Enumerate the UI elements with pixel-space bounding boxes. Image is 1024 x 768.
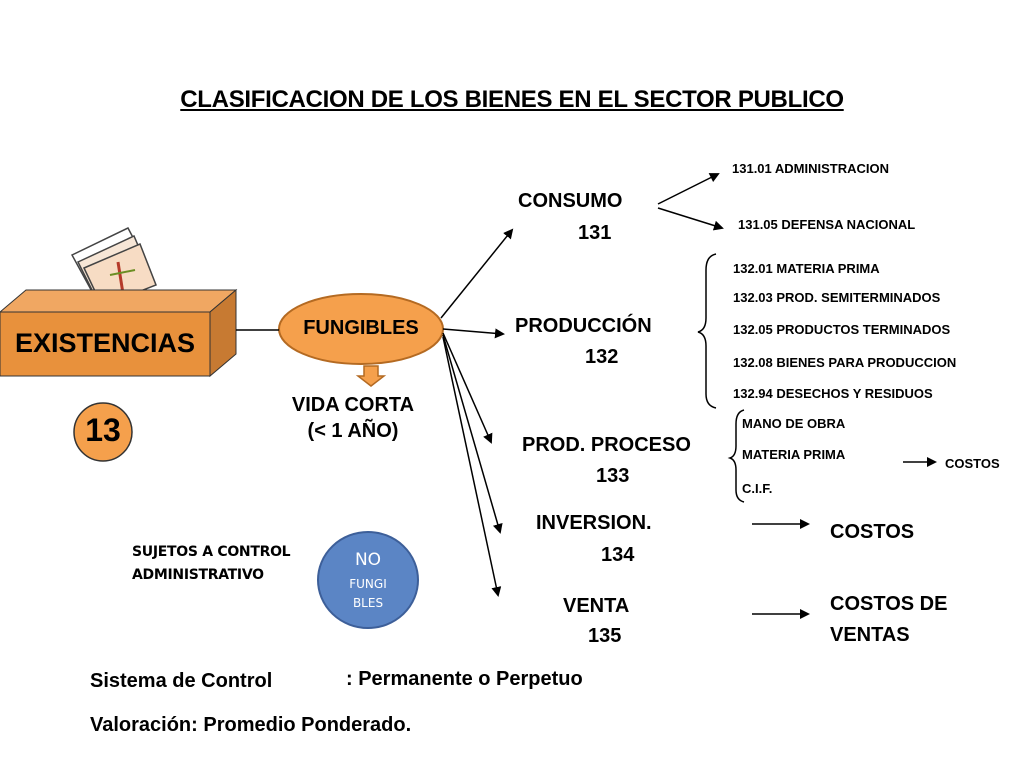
proceso-brace bbox=[727, 409, 745, 503]
sistema-control-label: Sistema de Control bbox=[90, 670, 273, 692]
category-produccion: PRODUCCIÓN bbox=[515, 315, 652, 337]
arrow-produccion bbox=[442, 328, 505, 339]
no-fungibles-line3: BLES bbox=[352, 596, 384, 610]
no-fungibles-line1: NO bbox=[354, 550, 382, 570]
existencias-label: EXISTENCIAS bbox=[14, 328, 196, 358]
page-title: CLASIFICACION DE LOS BIENES EN EL SECTOR… bbox=[180, 86, 844, 113]
vida-corta-label: VIDA CORTA bbox=[291, 394, 415, 416]
code-circle bbox=[73, 402, 133, 462]
no-fungibles-line2: FUNGI bbox=[349, 577, 387, 591]
vida-corta-range: (< 1 AÑO) bbox=[307, 420, 399, 442]
consumo-item: 131.01 ADMINISTRACION bbox=[732, 161, 889, 176]
category-consumo: CONSUMO bbox=[518, 190, 623, 212]
fungibles-label: FUNGIBLES bbox=[303, 317, 419, 339]
down-arrow bbox=[355, 365, 387, 387]
existencias-code: 13 bbox=[85, 412, 121, 448]
produccion-item: 132.03 PROD. SEMITERMINADOS bbox=[733, 290, 941, 305]
produccion-item: 132.05 PRODUCTOS TERMINADOS bbox=[733, 322, 951, 337]
produccion-brace bbox=[697, 253, 717, 409]
category-inversion: INVERSION. bbox=[536, 512, 652, 534]
existencias-box bbox=[0, 288, 238, 378]
category-venta: VENTA bbox=[563, 595, 630, 617]
proceso-item: C.I.F. bbox=[742, 481, 773, 496]
venta-costos-line1: COSTOS DE bbox=[830, 593, 948, 615]
category-proceso: PROD. PROCESO bbox=[522, 434, 691, 456]
arrow-consumo-adm bbox=[657, 173, 720, 205]
category-inversion-code: 134 bbox=[601, 544, 635, 566]
produccion-item: 132.01 MATERIA PRIMA bbox=[733, 261, 880, 276]
category-produccion-code: 132 bbox=[585, 346, 619, 368]
no-fungibles-circle bbox=[317, 531, 419, 629]
arrow-proceso bbox=[442, 332, 493, 444]
proceso-costos: COSTOS bbox=[945, 456, 1000, 471]
venta-costos-line2: VENTAS bbox=[830, 624, 910, 646]
proceso-item: MANO DE OBRA bbox=[742, 416, 846, 431]
arrow-inversion bbox=[442, 334, 503, 534]
arrow-consumo-def bbox=[657, 207, 724, 231]
produccion-item: 132.08 BIENES PARA PRODUCCION bbox=[733, 355, 957, 370]
sistema-control-value: : Permanente o Perpetuo bbox=[346, 668, 583, 690]
arrow-consumo bbox=[440, 228, 514, 319]
sujetos-line2: ADMINISTRATIVO bbox=[132, 567, 264, 583]
category-venta-code: 135 bbox=[588, 625, 622, 647]
valoracion-label: Valoración: Promedio Ponderado. bbox=[90, 714, 412, 736]
proceso-item: MATERIA PRIMA bbox=[742, 447, 846, 462]
category-consumo-code: 131 bbox=[578, 222, 612, 244]
category-proceso-code: 133 bbox=[596, 465, 630, 487]
arrow-venta bbox=[442, 336, 502, 597]
produccion-item: 132.94 DESECHOS Y RESIDUOS bbox=[733, 386, 933, 401]
sujetos-line1: SUJETOS A CONTROL bbox=[132, 544, 291, 560]
inversion-costos: COSTOS bbox=[830, 521, 915, 543]
consumo-item: 131.05 DEFENSA NACIONAL bbox=[738, 217, 916, 232]
